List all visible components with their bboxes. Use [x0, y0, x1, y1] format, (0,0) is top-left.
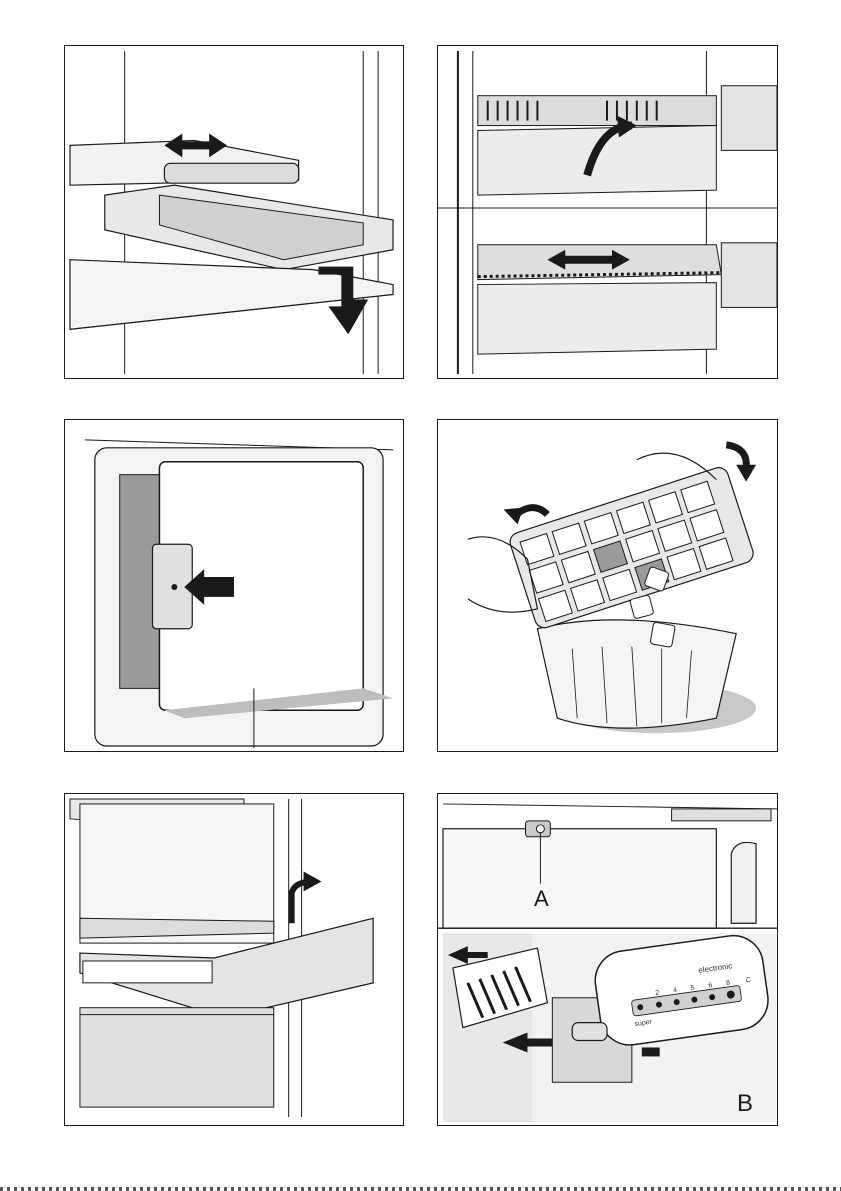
- freezer-drawer-drawing: [65, 794, 403, 1125]
- illustration-panel-ice-cube-tray: [437, 419, 778, 752]
- callout-label-b: B: [737, 1090, 753, 1118]
- temperature-control-drawing: electronic super 2 4 5 6 8 C: [438, 794, 777, 1125]
- ice-cube-tray-drawing: [438, 420, 777, 751]
- callout-label-a: A: [534, 886, 549, 912]
- shelf-vent-drawing: [438, 46, 777, 378]
- ice-tray-shelf-drawing: [65, 46, 403, 378]
- illustration-panel-freezer-drawer: [64, 793, 404, 1126]
- page-cut-line: [0, 1187, 841, 1191]
- illustration-panel-temperature-control: electronic super 2 4 5 6 8 C A B: [437, 793, 778, 1126]
- control-end-label: C: [745, 977, 751, 985]
- illustration-panel-shelf-vent: [437, 45, 778, 379]
- illustration-panel-freezer-door: [64, 419, 404, 752]
- illustration-panel-ice-tray-shelf: [64, 45, 404, 379]
- freezer-door-drawing: [65, 420, 403, 751]
